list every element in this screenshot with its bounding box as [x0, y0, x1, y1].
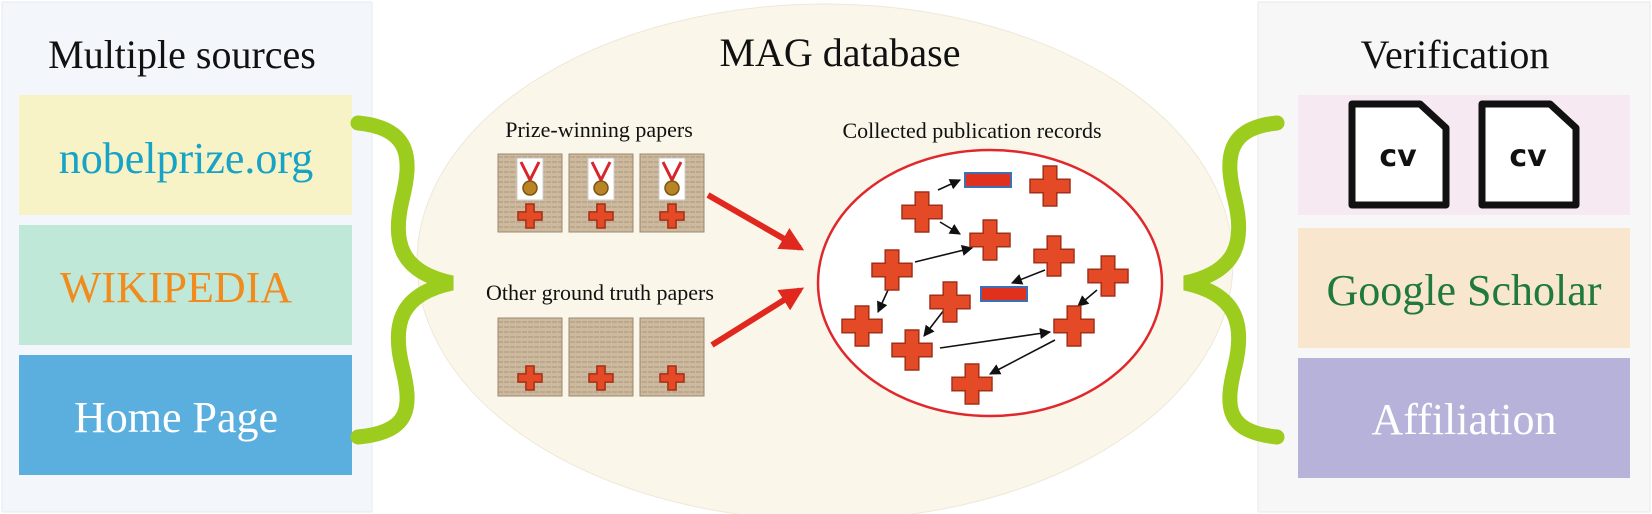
record-minus-icon — [980, 286, 1028, 302]
affiliation-box — [1298, 358, 1630, 478]
record-arrow — [1077, 289, 1098, 307]
right-brace — [1183, 115, 1285, 445]
records-label: Collected publication records — [842, 118, 1101, 143]
affiliation-label: Affiliation — [1372, 395, 1557, 444]
nobelprize-box — [19, 95, 352, 215]
cv-label: cv — [1509, 139, 1547, 174]
left-panel-title: Multiple sources — [48, 32, 316, 77]
record-arrow — [877, 289, 889, 314]
wikipedia-label: WIKIPEDIA — [60, 263, 292, 312]
record-plus-icon — [1053, 305, 1095, 347]
cv-document-icon: cv — [1478, 100, 1580, 209]
google-scholar-box — [1298, 228, 1630, 348]
medal-icon — [522, 180, 538, 196]
record-arrow — [989, 339, 1056, 375]
plus-icon — [517, 365, 543, 391]
red-arrow-prize — [706, 192, 805, 251]
plus-icon — [659, 365, 685, 391]
record-plus-icon — [901, 191, 943, 233]
record-arrow — [937, 179, 962, 191]
ground-truth-paper — [639, 317, 705, 397]
plus-icon — [588, 365, 614, 391]
homepage-label: Home Page — [74, 393, 278, 442]
medal-ribbon — [519, 161, 541, 184]
records-group — [841, 165, 1129, 405]
record-arrows — [877, 179, 1098, 375]
cv-label: cv — [1379, 139, 1417, 174]
prize-paper — [568, 153, 634, 233]
google-scholar-label: Google Scholar — [1327, 266, 1602, 315]
record-arrow — [923, 309, 945, 337]
wikipedia-box — [19, 225, 352, 345]
medal-icon — [593, 180, 609, 196]
nobelprize-label: nobelprize.org — [59, 134, 314, 183]
record-plus-icon — [871, 249, 913, 291]
record-plus-icon — [1087, 255, 1129, 297]
record-plus-icon — [891, 329, 933, 371]
papers-group — [497, 153, 705, 397]
record-arrow — [939, 221, 961, 235]
ground-truth-paper — [497, 317, 563, 397]
plus-icon — [588, 203, 614, 229]
record-plus-icon — [841, 305, 883, 347]
prize-paper — [639, 153, 705, 233]
record-plus-icon — [929, 281, 971, 323]
homepage-box — [19, 355, 352, 475]
record-plus-icon — [951, 363, 993, 405]
record-plus-icon — [1029, 165, 1071, 207]
medal-ribbon — [661, 161, 683, 184]
record-arrow — [914, 244, 974, 263]
mag-title: MAG database — [719, 30, 960, 75]
medal-icon — [664, 180, 680, 196]
plus-icon — [517, 203, 543, 229]
record-arrow — [1010, 269, 1046, 285]
red-arrow-other — [710, 287, 805, 348]
other-label: Other ground truth papers — [486, 280, 714, 305]
left-brace — [350, 115, 454, 445]
right-panel-title: Verification — [1361, 32, 1550, 77]
record-arrow — [939, 327, 1052, 349]
prize-paper — [497, 153, 563, 233]
plus-icon — [659, 203, 685, 229]
record-plus-icon — [1033, 235, 1075, 277]
ground-truth-paper — [568, 317, 634, 397]
record-plus-icon — [969, 219, 1011, 261]
cv-box — [1298, 95, 1630, 215]
record-minus-icon — [964, 172, 1012, 188]
cv-document-icon: cv — [1348, 100, 1450, 209]
medal-ribbon — [590, 161, 612, 184]
prize-label: Prize-winning papers — [505, 117, 693, 142]
